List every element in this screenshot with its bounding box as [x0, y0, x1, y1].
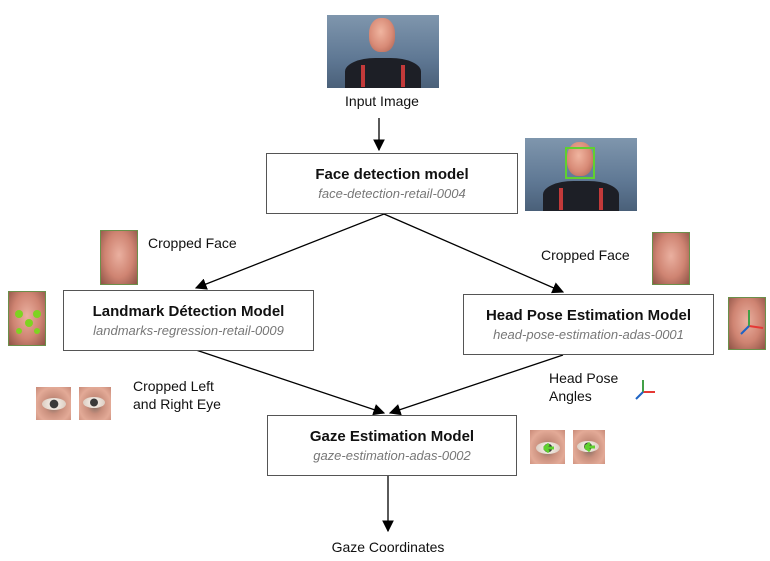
- head-pose-model-id: head-pose-estimation-adas-0001: [493, 326, 684, 342]
- landmark-dot-mouth-right: [34, 328, 40, 334]
- landmark-detection-model-title: Landmark Détection Model: [92, 302, 285, 320]
- cropped-face-left-label: Cropped Face: [148, 235, 237, 251]
- input-image-photo: [327, 15, 439, 88]
- gaze-coordinates-label: Gaze Coordinates: [331, 539, 445, 555]
- landmark-detection-model-box: Landmark Détection Model landmarks-regre…: [63, 290, 314, 351]
- arrow-landmark-to-gaze: [195, 349, 386, 416]
- arrow-face-detection-to-head-pose: [383, 213, 565, 294]
- gaze-estimation-model-id: gaze-estimation-adas-0002: [313, 447, 471, 463]
- landmark-detection-model-id: landmarks-regression-retail-0009: [93, 322, 284, 338]
- face-detection-model-id: face-detection-retail-0004: [318, 185, 466, 201]
- face-detection-model-title: Face detection model: [315, 165, 469, 183]
- head-pose-angles-label-line2: Angles: [549, 388, 592, 404]
- cropped-face-right-photo: [652, 232, 690, 285]
- gaze-estimation-model-title: Gaze Estimation Model: [309, 427, 475, 445]
- landmark-dot-right-eye: [33, 310, 41, 318]
- landmark-dot-mouth-left: [16, 328, 22, 334]
- gaze-right-eye-photo: [573, 430, 605, 464]
- head-pose-axes-icon: [635, 380, 655, 400]
- cropped-eyes-label-line2: and Right Eye: [133, 396, 221, 412]
- landmark-dot-left-eye: [15, 310, 23, 318]
- head-pose-angles-label-line1: Head Pose: [549, 370, 619, 386]
- gaze-left-eye-photo: [530, 430, 565, 464]
- head-pose-face-photo: [728, 297, 766, 350]
- cropped-left-eye-photo: [36, 387, 71, 420]
- landmark-dot-nose: [25, 319, 33, 327]
- arrow-face-detection-to-landmark: [194, 213, 385, 290]
- head-pose-model-box: Head Pose Estimation Model head-pose-est…: [463, 294, 714, 355]
- face-bounding-box: [565, 147, 595, 179]
- landmark-face-photo: [8, 291, 46, 346]
- face-detection-model-box: Face detection model face-detection-reta…: [266, 153, 518, 214]
- input-image-label: Input Image: [345, 93, 419, 109]
- cropped-eyes-label-line1: Cropped Left: [133, 378, 214, 394]
- cropped-face-right-label: Cropped Face: [541, 247, 630, 263]
- cropped-face-left-photo: [100, 230, 138, 285]
- cropped-right-eye-photo: [79, 387, 111, 420]
- gaze-estimation-model-box: Gaze Estimation Model gaze-estimation-ad…: [267, 415, 517, 476]
- arrow-head-pose-to-gaze: [388, 354, 564, 416]
- face-detection-output-photo: [525, 138, 637, 211]
- head-pose-model-title: Head Pose Estimation Model: [485, 306, 692, 324]
